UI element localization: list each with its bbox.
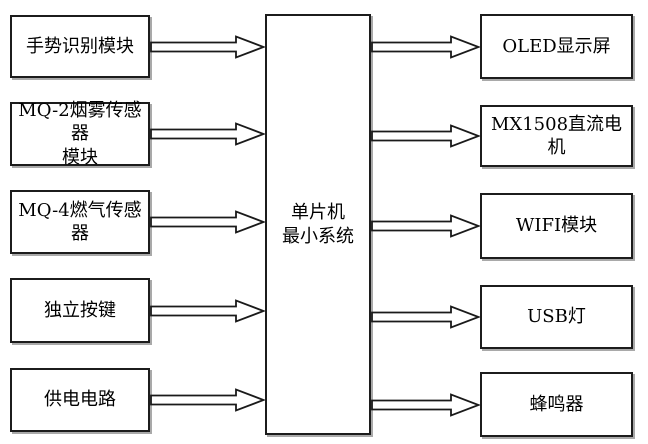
input-label-independent-button: 独立按键: [44, 299, 116, 321]
flow-arrow-button-to-mcu-icon: [150, 298, 265, 323]
input-box-power-supply-circuit: 供电电路: [10, 368, 150, 432]
output-box-usb-light: USB灯: [480, 285, 633, 349]
output-box-buzzer: 蜂鸣器: [480, 372, 633, 437]
input-label-mq4-gas-sensor: MQ-4燃气传感器: [18, 199, 142, 244]
flow-arrow-mq2-to-mcu-icon: [150, 122, 265, 146]
input-box-independent-button: 独立按键: [10, 278, 150, 343]
center-label-mcu-minimum-system: 单片机 最小系统: [282, 202, 354, 247]
output-label-buzzer: 蜂鸣器: [529, 393, 584, 415]
output-label-mx1508-dc-motor: MX1508直流电机: [490, 113, 623, 158]
input-box-mq2-smoke-sensor: MQ-2烟雾传感器 模块: [10, 99, 150, 168]
input-label-power-supply-circuit: 供电电路: [44, 389, 116, 411]
flow-arrow-mcu-to-usb-light-icon: [371, 305, 480, 329]
flow-arrow-mcu-to-oled-icon: [371, 34, 480, 59]
output-label-wifi-module: WIFI模块: [515, 215, 598, 237]
input-box-gesture-module: 手势识别模块: [10, 15, 150, 78]
output-box-wifi-module: WIFI模块: [480, 193, 633, 259]
flow-arrow-gesture-to-mcu-icon: [150, 34, 265, 59]
flow-arrow-mcu-to-wifi-icon: [371, 214, 480, 238]
flow-arrow-mcu-to-motor-icon: [371, 124, 480, 148]
output-box-oled-display: OLED显示屏: [480, 14, 633, 79]
flow-arrow-mq4-to-mcu-icon: [150, 210, 265, 234]
center-box-mcu-minimum-system: 单片机 最小系统: [265, 14, 371, 435]
output-label-usb-light: USB灯: [527, 306, 586, 328]
flow-arrow-power-to-mcu-icon: [150, 388, 265, 412]
input-label-gesture-module: 手势识别模块: [26, 35, 134, 57]
output-label-oled-display: OLED显示屏: [502, 35, 611, 57]
input-box-mq4-gas-sensor: MQ-4燃气传感器: [10, 190, 150, 254]
output-box-mx1508-dc-motor: MX1508直流电机: [480, 105, 633, 167]
flow-arrow-mcu-to-buzzer-icon: [371, 392, 480, 417]
input-label-mq2-smoke-sensor: MQ-2烟雾传感器 模块: [18, 99, 142, 168]
